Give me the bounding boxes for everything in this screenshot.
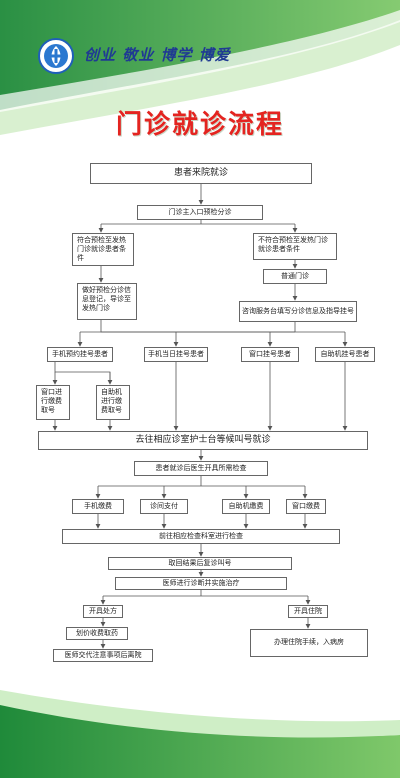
page-title: 门诊就诊流程 xyxy=(115,110,284,140)
reg-today-box: 手机当日挂号患者 xyxy=(144,347,208,362)
fever-ineligible-box: 不符合预检至发热门诊就诊患者条件 xyxy=(253,233,337,260)
prescription-box: 开具处方 xyxy=(83,605,123,618)
consult-desk-box: 咨询服务台填写分诊信息及指导挂号 xyxy=(239,301,357,322)
pay-clinic-box: 诊间支付 xyxy=(140,499,188,514)
admission-box: 办理住院手续，入病房 xyxy=(250,629,368,657)
start-box: 患者来院就诊 xyxy=(90,163,312,184)
reg-kiosk-box: 自助机挂号患者 xyxy=(315,347,375,362)
pay-window-box: 窗口缴费 xyxy=(286,499,326,514)
reg-mobile-box: 手机预约挂号患者 xyxy=(47,347,113,362)
fever-action-box: 做好预检分诊信息登记，导诊至发热门诊 xyxy=(77,283,137,320)
exam-box: 前往相应检查科室进行检查 xyxy=(62,529,340,544)
triage-box: 门诊主入口预检分诊 xyxy=(137,205,263,220)
results-box: 取回结果后复诊叫号 xyxy=(108,557,292,570)
slogan: 创业 敬业 博学 博爱 xyxy=(84,46,231,64)
advice-box: 医师交代注意事项后离院 xyxy=(53,649,153,662)
pay-kiosk-box: 自助机缴费 xyxy=(222,499,270,514)
nurse-station-box: 去往相应诊室护士台等候叫号就诊 xyxy=(38,431,368,450)
diagnosis-box: 医师进行诊断并实施治疗 xyxy=(115,577,287,590)
fever-eligible-box: 符合预检至发热门诊就诊患者条件 xyxy=(72,233,134,266)
reg-window-box: 窗口挂号患者 xyxy=(241,347,299,362)
kiosk-pay-box: 自助机进行缴费取号 xyxy=(96,385,130,420)
window-pay-box: 窗口进行缴费取号 xyxy=(36,385,70,420)
pay-mobile-box: 手机缴费 xyxy=(72,499,124,514)
doctor-exam-box: 患者就诊后医生开具所需检查 xyxy=(134,461,268,476)
hospitalize-box: 开具住院 xyxy=(288,605,328,618)
general-clinic-box: 普通门诊 xyxy=(263,269,327,284)
hospital-logo xyxy=(38,38,74,74)
pharmacy-box: 划价收费取药 xyxy=(66,627,128,640)
